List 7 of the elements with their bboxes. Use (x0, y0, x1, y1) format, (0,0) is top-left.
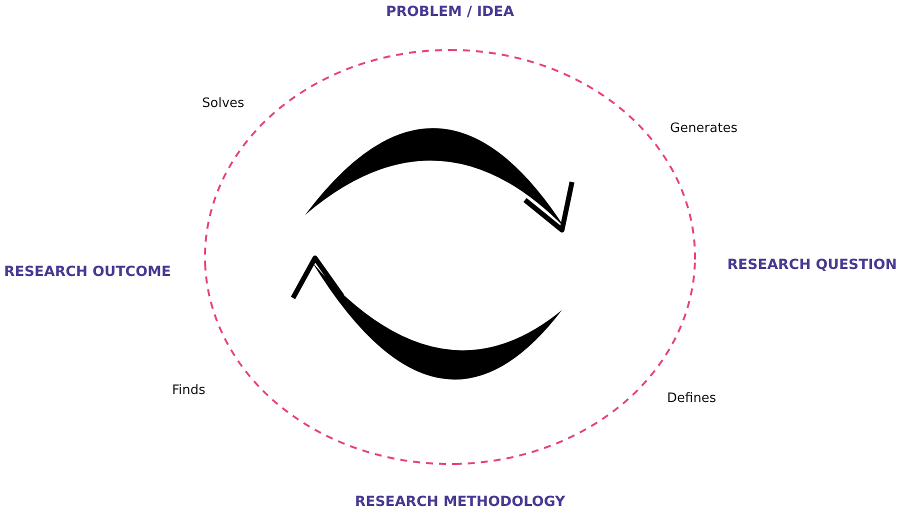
dashed-cycle-arc (204, 267, 460, 465)
stage-label: RESEARCH METHODOLOGY (354, 494, 566, 510)
stage-label: RESEARCH QUESTION (727, 257, 897, 273)
dashed-cycle-arc (204, 49, 450, 268)
stage-label: PROBLEM / IDEA (386, 4, 514, 20)
dashed-cycle-arc (458, 262, 696, 465)
stage-label: RESEARCH OUTCOME (4, 264, 171, 280)
